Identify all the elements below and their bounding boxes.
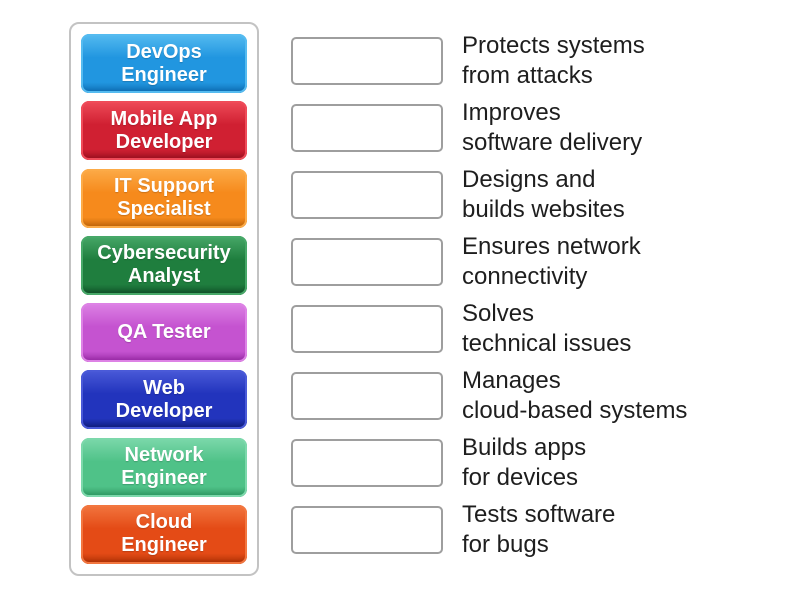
keyword-tile-tray: DevOps Engineer Mobile App Developer IT … bbox=[69, 22, 259, 576]
match-description: Builds apps for devices bbox=[462, 434, 587, 491]
answer-slot[interactable] bbox=[291, 305, 443, 353]
answer-slot[interactable] bbox=[291, 171, 443, 219]
match-row: Builds apps for devices bbox=[291, 434, 781, 491]
match-row: Solves technical issues bbox=[291, 300, 781, 357]
match-row: Manages cloud-based systems bbox=[291, 367, 781, 424]
answer-slot[interactable] bbox=[291, 238, 443, 286]
match-description: Designs and builds websites bbox=[462, 166, 625, 223]
tile-devops-engineer[interactable]: DevOps Engineer bbox=[81, 34, 247, 93]
tile-cybersecurity-analyst[interactable]: Cybersecurity Analyst bbox=[81, 235, 247, 295]
match-description: Ensures network connectivity bbox=[462, 233, 641, 290]
match-rows: Protects systems from attacks Improves s… bbox=[291, 32, 781, 573]
answer-slot[interactable] bbox=[291, 37, 443, 85]
match-row: Ensures network connectivity bbox=[291, 233, 781, 290]
match-description: Solves technical issues bbox=[462, 300, 632, 357]
match-row: Designs and builds websites bbox=[291, 166, 781, 223]
match-row: Protects systems from attacks bbox=[291, 32, 781, 89]
match-description: Manages cloud-based systems bbox=[462, 367, 688, 424]
tile-mobile-app-developer[interactable]: Mobile App Developer bbox=[81, 101, 247, 161]
answer-slot[interactable] bbox=[291, 372, 443, 420]
tile-network-engineer[interactable]: Network Engineer bbox=[81, 437, 247, 497]
match-row: Improves software delivery bbox=[291, 99, 781, 156]
tile-qa-tester[interactable]: QA Tester bbox=[81, 303, 247, 363]
match-description: Improves software delivery bbox=[462, 99, 643, 156]
tile-web-developer[interactable]: Web Developer bbox=[81, 370, 247, 430]
tile-it-support-specialist[interactable]: IT Support Specialist bbox=[81, 168, 247, 228]
answer-slot[interactable] bbox=[291, 104, 443, 152]
tile-cloud-engineer[interactable]: Cloud Engineer bbox=[81, 504, 247, 564]
match-row: Tests software for bugs bbox=[291, 501, 781, 558]
answer-slot[interactable] bbox=[291, 439, 443, 487]
match-description: Tests software for bugs bbox=[462, 501, 616, 558]
match-description: Protects systems from attacks bbox=[462, 32, 645, 89]
answer-slot[interactable] bbox=[291, 506, 443, 554]
